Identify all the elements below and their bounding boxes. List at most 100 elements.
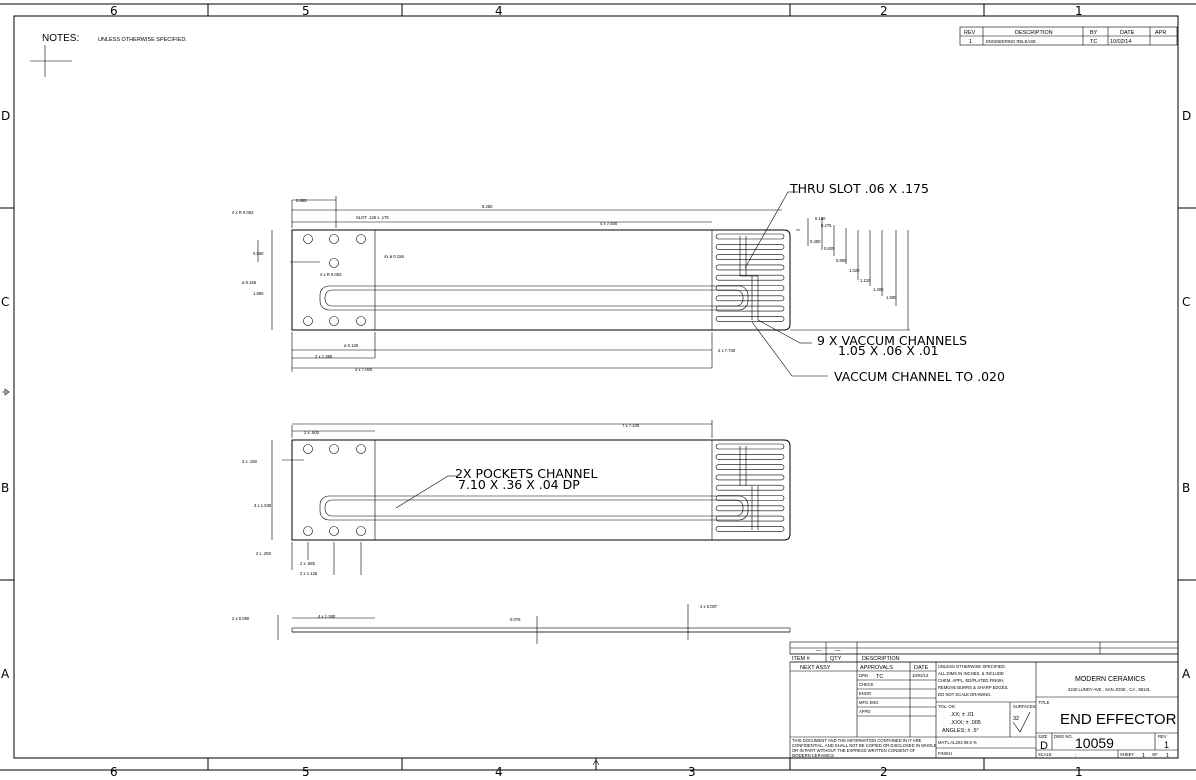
dim-side-2x0090: 2 x 0.090 bbox=[232, 616, 250, 621]
tb-prop-0: THIS DOCUMENT AND THE INFORMATION CONTAI… bbox=[792, 738, 922, 743]
tb-engr: ENGR bbox=[859, 691, 871, 696]
zone-row-d-left: D bbox=[1, 109, 10, 123]
tb-address: 2240 LUNDY AVE , SAN JOSE , CA , 95131 bbox=[1068, 687, 1151, 692]
dim-right-0625: 0.625 bbox=[824, 246, 835, 251]
vacuum-channels-bottom bbox=[715, 443, 785, 532]
dim-right-0100: 0.100 bbox=[815, 216, 826, 221]
tb-tol-xx: .XX; ± .01 bbox=[950, 712, 974, 718]
dim-side-4x0007: 4 x 0.007 bbox=[700, 604, 718, 609]
tb-title-label: TITLE bbox=[1038, 700, 1050, 705]
dim-top-2x1380: 2 x 1.380 bbox=[315, 354, 333, 359]
vacuum-channel-slot bbox=[715, 316, 785, 322]
parts-header-qty: QTY bbox=[830, 656, 842, 662]
vacuum-channel-slot bbox=[715, 285, 785, 291]
rev-header-apr: APR bbox=[1155, 30, 1166, 36]
tb-size-label: SIZE bbox=[1038, 734, 1048, 739]
tb-drn: DRN bbox=[859, 673, 868, 678]
dim-top-slot: SLOT .126 x .175 bbox=[356, 215, 389, 220]
vacuum-channel-slot bbox=[715, 233, 785, 240]
callout-pockets-2: 7.10 X .36 X .04 DP bbox=[458, 477, 580, 492]
tb-sheet-total: 1 bbox=[1166, 753, 1169, 759]
zone-col-2: 2 bbox=[880, 4, 888, 18]
tb-tol-xxx: .XXX; ± .005 bbox=[950, 720, 981, 726]
title-block: — — ITEM # QTY DESCRIPTION NEXT ASSY APP… bbox=[789, 641, 1179, 759]
tb-unless-0: UNLESS OTHERWISE SPECIFIED: bbox=[938, 664, 1006, 669]
zone-col-bottom-1: 1 bbox=[1075, 765, 1083, 776]
zone-col-bottom-2: 2 bbox=[880, 765, 888, 776]
rev-header-rev: REV bbox=[964, 30, 976, 36]
rev-row-date: 10/02/14 bbox=[1110, 39, 1131, 45]
view-side: 2 x 0.090 4 x 1.380 0.076 4 x 0.007 bbox=[232, 604, 791, 644]
rev-header-by: BY bbox=[1090, 30, 1098, 36]
tb-drn-name: TC bbox=[876, 674, 883, 680]
dim-top-0550: 0.550 bbox=[253, 251, 264, 256]
zone-col-1: 1 bbox=[1075, 4, 1083, 18]
dim-right-0800: 0.800 bbox=[836, 258, 847, 263]
tb-rev: 1 bbox=[1164, 740, 1169, 750]
tb-sheet-label: SHEET bbox=[1120, 752, 1134, 757]
tb-next-assy: NEXT ASSY bbox=[800, 665, 831, 671]
zone-row-c-right: C bbox=[1182, 295, 1190, 309]
surface-finish-icon bbox=[1012, 711, 1031, 733]
vacuum-channel-slot bbox=[715, 484, 785, 491]
zone-col-bottom-3: 3 bbox=[688, 765, 696, 776]
zone-col-4: 4 bbox=[495, 4, 503, 18]
vacuum-channel-slot bbox=[715, 453, 785, 460]
tb-title: END EFFECTOR bbox=[1060, 711, 1177, 728]
tb-matl: MAT'L AL203 99.5 % bbox=[938, 740, 977, 745]
revision-block: REV DESCRIPTION BY DATE APR 1 ENGINEERIN… bbox=[959, 26, 1178, 46]
tb-prop-3: MODERN CERAMICS bbox=[792, 753, 834, 758]
sheet-border bbox=[0, 3, 1196, 771]
vacuum-channel-slot bbox=[715, 295, 785, 302]
view-bottom: 2 x .500 7 x 7.100 3 x .150 3 x 1.530 2 … bbox=[242, 420, 791, 576]
dim-top-0685: 0.685 bbox=[296, 198, 307, 203]
tb-scale-label: SCALE bbox=[1038, 752, 1052, 757]
tb-tol-ang: ANGLES; ± .5° bbox=[942, 728, 979, 734]
tb-rev-label: REV bbox=[1158, 734, 1167, 739]
vacuum-channel-slot bbox=[715, 274, 785, 281]
rev-row-rev: 1 bbox=[969, 39, 972, 45]
vacuum-channel-slot bbox=[715, 495, 785, 501]
dim-side-0076: 0.076 bbox=[510, 617, 521, 622]
dim-top-4xdia0156: 4x ø 0.156 bbox=[384, 254, 404, 259]
dim-top-2x7700: 2 x 7.700 bbox=[718, 348, 736, 353]
tb-scale-colon: : bbox=[1075, 753, 1077, 759]
tb-sheet-no: 1 bbox=[1142, 753, 1145, 759]
tb-prop-2: OR IN PART WITHOUT THE EXPRESS WRITTEN C… bbox=[792, 748, 916, 753]
zone-col-5: 5 bbox=[302, 4, 310, 18]
vacuum-channel-slot bbox=[715, 474, 785, 481]
view-top: 0.685 4 x R 0.062 8.250 SLOT .126 x .175… bbox=[232, 181, 1005, 384]
notes: NOTES: UNLESS OTHERWISE SPECIFIED. bbox=[30, 33, 187, 77]
tb-tol: TOL. ON bbox=[938, 704, 955, 709]
callout-vac-channel-to: VACCUM CHANNEL TO .020 bbox=[834, 369, 1005, 384]
tb-size: D bbox=[1040, 740, 1048, 752]
notes-text: UNLESS OTHERWISE SPECIFIED. bbox=[98, 37, 187, 43]
zone-col-bottom-6: 6 bbox=[110, 765, 118, 776]
rev-header-date: DATE bbox=[1120, 30, 1135, 36]
rev-header-description: DESCRIPTION bbox=[1015, 30, 1053, 36]
tb-surfaces: SURFACES bbox=[1013, 704, 1036, 709]
zone-row-b-left: B bbox=[1, 481, 9, 495]
tb-date: DATE bbox=[914, 665, 929, 671]
zone-row-a-left: A bbox=[1, 667, 10, 681]
dim-bot-2x1125: 2 x 1.125 bbox=[300, 571, 318, 576]
dim-top-4x7500: 4 x 7.500 bbox=[600, 221, 618, 226]
dim-bot-3x150: 3 x .150 bbox=[242, 459, 258, 464]
vacuum-channel-slot bbox=[715, 443, 785, 450]
vacuum-channels-top bbox=[715, 233, 785, 322]
dim-top-r0062-a: 4 x R 0.062 bbox=[232, 210, 254, 215]
dim-right-1400: 1.400 bbox=[873, 287, 884, 292]
dim-top-dia0156: ø 0.156 bbox=[242, 280, 257, 285]
callout-pockets-1: 2X POCKETS CHANNEL bbox=[455, 466, 598, 481]
tb-dwg-label: DWG NO. bbox=[1054, 734, 1073, 739]
vacuum-channel-slot bbox=[715, 464, 785, 470]
zone-row-b-right: B bbox=[1182, 481, 1190, 495]
dim-bot-2x500: 2 x .500 bbox=[304, 430, 320, 435]
dim-right-0450: 0.450 bbox=[810, 239, 821, 244]
notes-title: NOTES: bbox=[42, 33, 79, 44]
dim-right-1020: 1.020 bbox=[849, 268, 860, 273]
tb-unless-3: REMOVE BURRS & SHARP EDGES, bbox=[938, 685, 1008, 690]
tb-surface-val: 32 bbox=[1013, 716, 1019, 722]
vacuum-channel-slot bbox=[715, 526, 785, 532]
